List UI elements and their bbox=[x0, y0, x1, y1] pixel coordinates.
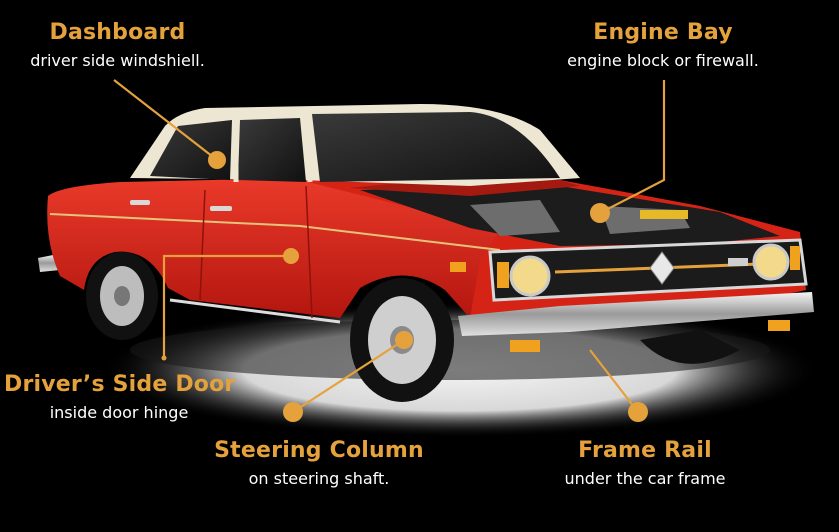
engine-yellow-part bbox=[640, 210, 688, 219]
callout-title: Engine Bay bbox=[593, 20, 733, 45]
leader-line-frame-rail bbox=[589, 349, 639, 413]
side-marker bbox=[450, 262, 466, 272]
callout-dashboard: Dashboard driver side windshiell. bbox=[10, 20, 225, 72]
engine-details bbox=[470, 200, 690, 236]
door-handle bbox=[210, 206, 232, 211]
front-bumper bbox=[458, 292, 814, 336]
marker-dot-steering-end bbox=[283, 402, 303, 422]
window-pillar-b bbox=[303, 115, 313, 183]
badge-plate bbox=[728, 258, 748, 266]
callout-subtitle: on steering shaft. bbox=[248, 469, 390, 488]
rocker-trim bbox=[169, 298, 341, 324]
rear-wheel bbox=[86, 252, 158, 340]
side-trim bbox=[49, 213, 501, 251]
callout-steering-column: Steering Column on steering shaft. bbox=[212, 438, 426, 490]
fog-light-right bbox=[768, 320, 790, 331]
front-grille bbox=[488, 238, 808, 302]
windshield bbox=[312, 112, 560, 182]
marker-dot-dashboard bbox=[208, 151, 226, 169]
marker-dot-door-end bbox=[161, 355, 167, 361]
marker-dot-engine-bay bbox=[590, 203, 610, 223]
indicator-right bbox=[790, 246, 800, 270]
callout-subtitle: driver side windshiell. bbox=[30, 51, 205, 70]
callout-subtitle: under the car frame bbox=[564, 469, 726, 488]
door-handle-rear bbox=[130, 200, 150, 205]
marker-dot-drivers-side-door bbox=[283, 248, 299, 264]
leader-line-steering-column bbox=[292, 339, 405, 413]
callout-title: Frame Rail bbox=[578, 438, 712, 463]
callout-drivers-side-door: Driver’s Side Door inside door hinge bbox=[4, 372, 236, 424]
leader-line-dashboard bbox=[113, 79, 218, 161]
door-seam bbox=[199, 185, 313, 319]
headlight-right bbox=[752, 243, 790, 281]
callout-subtitle: inside door hinge bbox=[49, 403, 189, 422]
callout-title: Steering Column bbox=[214, 438, 424, 463]
callout-title: Driver’s Side Door bbox=[4, 372, 236, 397]
indicator-left bbox=[497, 262, 509, 288]
callout-title: Dashboard bbox=[49, 20, 186, 45]
callout-engine-bay: Engine Bay engine block or firewall. bbox=[548, 20, 778, 72]
marker-dot-steering-column bbox=[395, 331, 413, 349]
rear-door-window bbox=[238, 118, 306, 182]
headlight-left bbox=[509, 255, 551, 297]
fog-light-left bbox=[510, 340, 540, 352]
car-body-side bbox=[47, 178, 520, 318]
far-front-wheel bbox=[640, 330, 740, 364]
marker-dot-frame-rail bbox=[628, 402, 648, 422]
engine-bay bbox=[360, 186, 780, 246]
callout-frame-rail: Frame Rail under the car frame bbox=[545, 438, 745, 490]
leader-line-engine-bay bbox=[599, 80, 666, 214]
callout-subtitle: engine block or firewall. bbox=[567, 51, 759, 70]
badge-logo bbox=[649, 251, 675, 285]
leader-line-drivers-side-door bbox=[162, 254, 291, 358]
